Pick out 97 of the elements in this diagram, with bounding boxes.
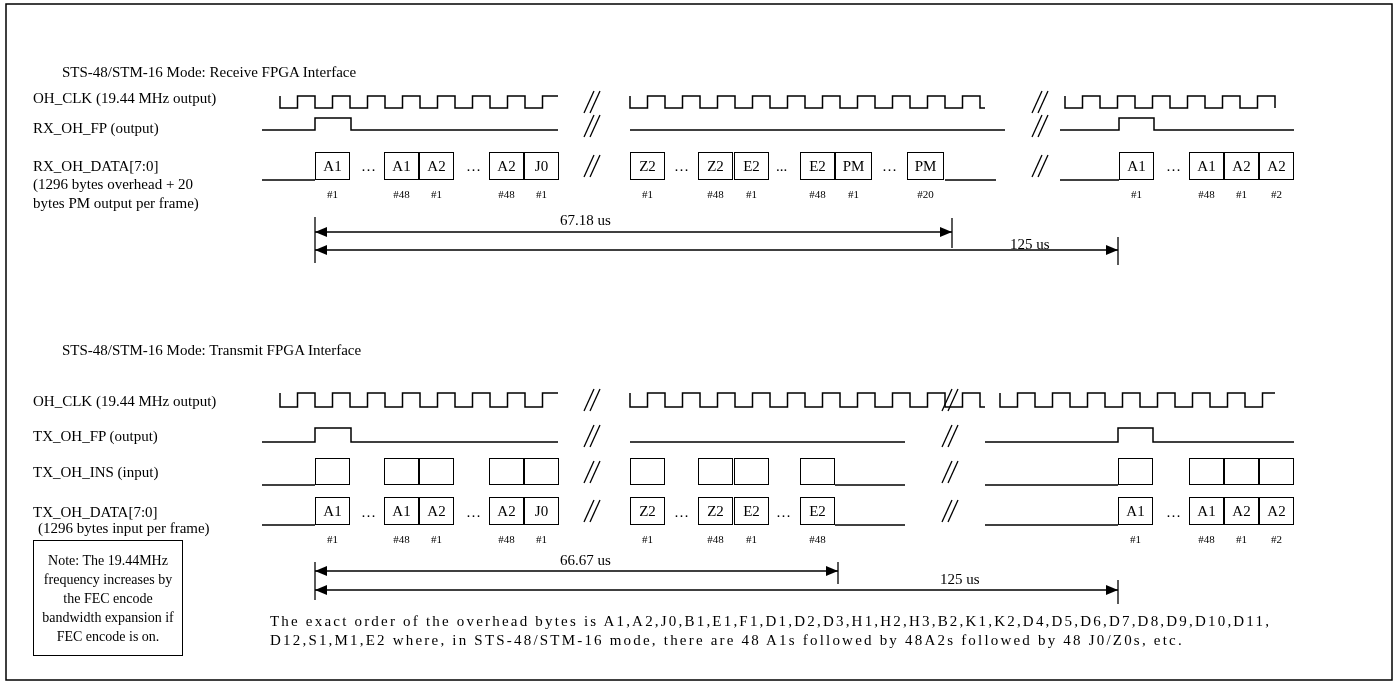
signal-name: TX_OH_DATA[7:0] xyxy=(33,503,158,521)
data-byte-slot: J0 xyxy=(524,152,559,180)
byte-number: #48 xyxy=(706,533,725,545)
ellipsis: … xyxy=(1166,157,1181,175)
signal-name: RX_OH_FP (output) xyxy=(33,119,159,137)
byte-number: #1 xyxy=(641,188,654,200)
data-byte-slot: A1 xyxy=(384,497,419,525)
byte-number: #1 xyxy=(1235,533,1248,545)
data-byte-slot: E2 xyxy=(800,497,835,525)
data-byte-slot: A2 xyxy=(489,152,524,180)
data-byte-slot: PM xyxy=(907,152,944,180)
byte-number: #48 xyxy=(1197,533,1216,545)
data-byte-slot: Z2 xyxy=(698,152,733,180)
byte-number: #1 xyxy=(1129,533,1142,545)
insert-slot xyxy=(1189,458,1224,485)
duration-label: 66.67 us xyxy=(560,551,611,569)
byte-number: #1 xyxy=(641,533,654,545)
data-byte-slot: Z2 xyxy=(630,152,665,180)
data-byte-slot: A2 xyxy=(1259,497,1294,525)
data-byte-slot: A2 xyxy=(419,497,454,525)
signal-name: TX_OH_FP (output) xyxy=(33,427,158,445)
byte-number: #1 xyxy=(745,533,758,545)
duration-label: 125 us xyxy=(940,570,980,588)
signal-description: (1296 bytes overhead + 20 bytes PM output per frame) xyxy=(33,175,200,213)
ellipsis: ... xyxy=(776,157,788,175)
byte-number: #48 xyxy=(1197,188,1216,200)
note-box: Note: The 19.44MHz frequency increases by the FEC encode bandwidth expansion if FEC encode is on. xyxy=(33,540,183,656)
ellipsis: … xyxy=(361,503,376,521)
data-byte-slot: A2 xyxy=(489,497,524,525)
data-byte-slot: E2 xyxy=(734,497,769,525)
byte-number: #48 xyxy=(497,533,516,545)
ellipsis: … xyxy=(466,503,481,521)
duration-label: 67.18 us xyxy=(560,211,611,229)
byte-number: #48 xyxy=(392,533,411,545)
byte-number: #48 xyxy=(497,188,516,200)
insert-slot xyxy=(734,458,769,485)
data-byte-slot: E2 xyxy=(734,152,769,180)
byte-number: #48 xyxy=(392,188,411,200)
data-byte-slot: A1 xyxy=(1189,152,1224,180)
byte-number: #1 xyxy=(535,533,548,545)
byte-number: #20 xyxy=(916,188,935,200)
signal-name: OH_CLK (19.44 MHz output) xyxy=(33,89,217,107)
byte-number: #48 xyxy=(706,188,725,200)
ellipsis: … xyxy=(674,157,689,175)
insert-slot xyxy=(524,458,559,485)
ellipsis: … xyxy=(776,503,791,521)
insert-slot xyxy=(698,458,733,485)
data-byte-slot: A2 xyxy=(1224,152,1259,180)
ellipsis: … xyxy=(882,157,897,175)
data-byte-slot: A2 xyxy=(419,152,454,180)
data-byte-slot: Z2 xyxy=(630,497,665,525)
byte-number: #1 xyxy=(535,188,548,200)
data-byte-slot: A2 xyxy=(1259,152,1294,180)
data-byte-slot: A1 xyxy=(1118,497,1153,525)
byte-number: #48 xyxy=(808,533,827,545)
ellipsis: … xyxy=(361,157,376,175)
insert-slot xyxy=(315,458,350,485)
signal-description: (1296 bytes input per frame) xyxy=(38,520,210,537)
section-heading: STS-48/STM-16 Mode: Receive FPGA Interface xyxy=(62,63,357,81)
byte-number: #1 xyxy=(326,533,339,545)
byte-number: #1 xyxy=(745,188,758,200)
data-byte-slot: E2 xyxy=(800,152,835,180)
insert-slot xyxy=(1259,458,1294,485)
insert-slot xyxy=(384,458,419,485)
byte-number: #48 xyxy=(808,188,827,200)
insert-slot xyxy=(800,458,835,485)
data-byte-slot: A1 xyxy=(1119,152,1154,180)
insert-slot xyxy=(489,458,524,485)
signal-name: TX_OH_INS (input) xyxy=(33,463,159,481)
byte-number: #2 xyxy=(1270,533,1283,545)
insert-slot xyxy=(1224,458,1259,485)
byte-number: #1 xyxy=(430,188,443,200)
data-byte-slot: A1 xyxy=(315,152,350,180)
insert-slot xyxy=(419,458,454,485)
data-byte-slot: A1 xyxy=(315,497,350,525)
data-byte-slot: A2 xyxy=(1224,497,1259,525)
byte-number: #1 xyxy=(1235,188,1248,200)
ellipsis: … xyxy=(674,503,689,521)
byte-number: #1 xyxy=(430,533,443,545)
data-byte-slot: A1 xyxy=(384,152,419,180)
data-byte-slot: J0 xyxy=(524,497,559,525)
data-byte-slot: Z2 xyxy=(698,497,733,525)
explanatory-note: The exact order of the overhead bytes is A1,A2,J0,B1,E1,F1,D1,D2,D3,H1,H2,H3,B2,K1,K2,D4,D5,D6,D7,D8,D9,D10,D11, D12,S1,M1,E2 where, in STS-48/STM-16 mode, there are 48 A1s followed by 48A2s followed by 48 J0/Z0s, etc. xyxy=(270,612,1273,650)
ellipsis: … xyxy=(1166,503,1181,521)
signal-name: OH_CLK (19.44 MHz output) xyxy=(33,392,217,410)
duration-label: 125 us xyxy=(1010,235,1050,253)
section-heading: STS-48/STM-16 Mode: Transmit FPGA Interface xyxy=(62,341,362,359)
byte-number: #2 xyxy=(1270,188,1283,200)
data-byte-slot: A1 xyxy=(1189,497,1224,525)
byte-number: #1 xyxy=(847,188,860,200)
signal-name: RX_OH_DATA[7:0] xyxy=(33,157,159,175)
byte-number: #1 xyxy=(1130,188,1143,200)
insert-slot xyxy=(1118,458,1153,485)
insert-slot xyxy=(630,458,665,485)
ellipsis: … xyxy=(466,157,481,175)
byte-number: #1 xyxy=(326,188,339,200)
data-byte-slot: PM xyxy=(835,152,872,180)
